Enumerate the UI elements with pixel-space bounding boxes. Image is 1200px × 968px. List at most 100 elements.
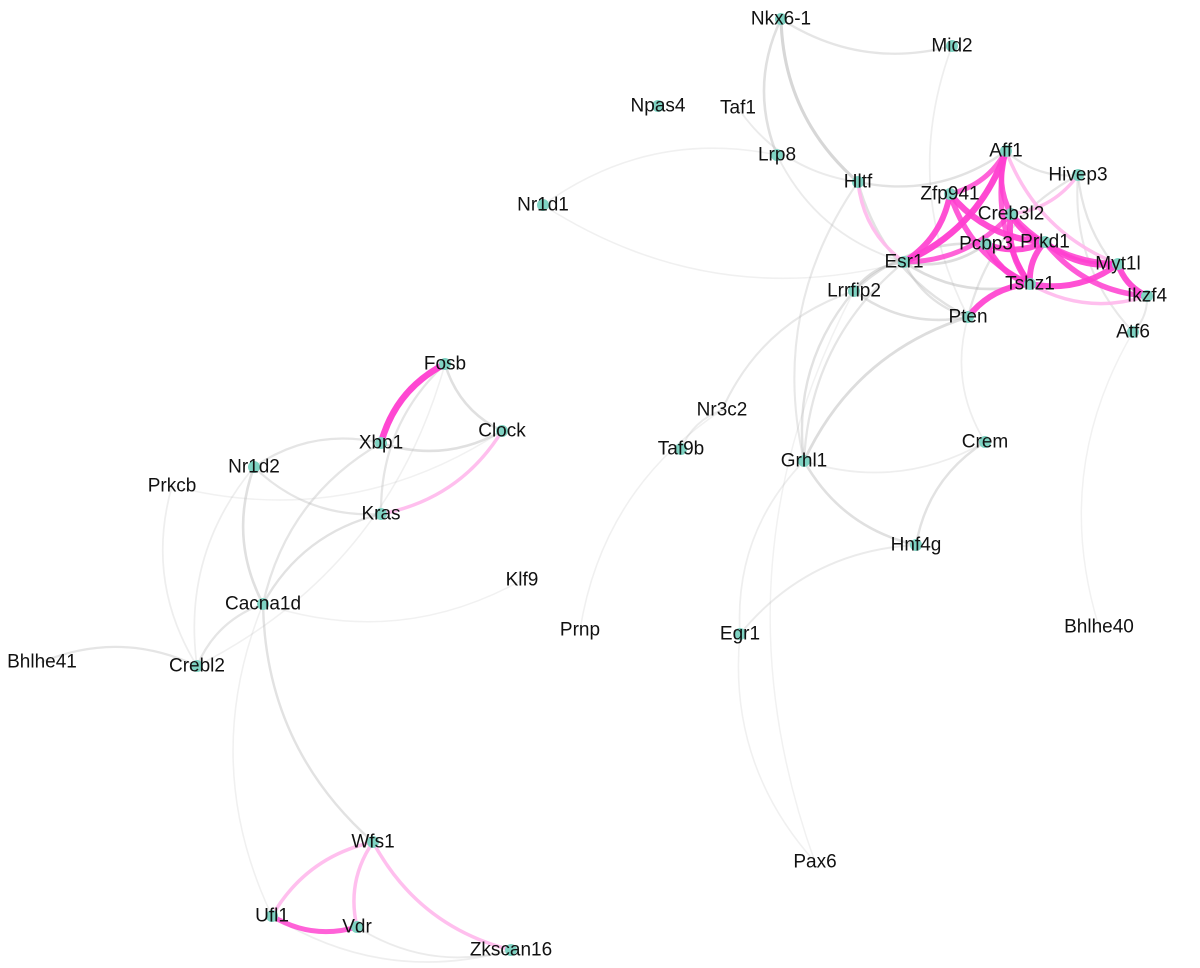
node-pten[interactable]: Pten xyxy=(948,307,987,328)
node-dot xyxy=(375,508,387,520)
node-crem[interactable]: Crem xyxy=(962,432,1008,453)
node-label: Crebl2 xyxy=(169,656,225,677)
node-kras[interactable]: Kras xyxy=(361,504,400,525)
node-atf6[interactable]: Atf6 xyxy=(1116,322,1150,343)
node-dot xyxy=(848,285,860,297)
node-lrrfip2[interactable]: Lrrfip2 xyxy=(827,281,881,302)
node-nr1d2[interactable]: Nr1d2 xyxy=(228,457,280,478)
node-tshz1[interactable]: Tshz1 xyxy=(1005,274,1055,295)
node-label: Grhl1 xyxy=(781,451,827,472)
node-label: Prkcb xyxy=(148,476,197,497)
node-label: Lrrfip2 xyxy=(827,281,881,302)
edge-lrp8-esr1 xyxy=(776,154,905,263)
node-vdr[interactable]: Vdr xyxy=(342,917,372,938)
node-label: Pax6 xyxy=(793,852,836,873)
node-prnp[interactable]: Prnp xyxy=(560,620,600,641)
edge-hltf-esr1 xyxy=(856,180,906,264)
node-creb3l2[interactable]: Creb3l2 xyxy=(978,204,1045,225)
node-dot xyxy=(1024,278,1036,290)
node-dot xyxy=(852,176,864,188)
node-lrp8[interactable]: Lrp8 xyxy=(758,145,796,166)
node-ikzf4[interactable]: Ikzf4 xyxy=(1127,286,1168,307)
node-bhlhe40[interactable]: Bhlhe40 xyxy=(1064,617,1134,638)
node-npas4[interactable]: Npas4 xyxy=(631,96,686,117)
node-clock[interactable]: Clock xyxy=(478,421,526,442)
node-taf1[interactable]: Taf1 xyxy=(720,98,756,119)
node-crebl2[interactable]: Crebl2 xyxy=(169,656,225,677)
node-label: Zfp941 xyxy=(920,184,979,205)
node-dot xyxy=(1141,290,1153,302)
node-prkd1[interactable]: Prkd1 xyxy=(1020,232,1070,253)
node-dot xyxy=(1005,208,1017,220)
node-hivep3[interactable]: Hivep3 xyxy=(1048,165,1107,186)
node-nr3c2[interactable]: Nr3c2 xyxy=(697,400,748,421)
node-label: Nkx6-1 xyxy=(751,9,811,30)
node-hnf4g[interactable]: Hnf4g xyxy=(891,535,942,556)
edge-ufl1-zkscan16 xyxy=(271,915,512,963)
node-label: Nr1d1 xyxy=(517,195,569,216)
edge-nkx6-1-lrp8 xyxy=(762,17,783,157)
node-myt1l[interactable]: Myt1l xyxy=(1095,254,1140,275)
node-zkscan16[interactable]: Zkscan16 xyxy=(470,940,552,961)
node-dot xyxy=(675,443,687,455)
node-taf9b[interactable]: Taf9b xyxy=(658,439,704,460)
node-wfs1[interactable]: Wfs1 xyxy=(351,832,394,853)
node-dot xyxy=(496,425,508,437)
edge-nr1d2-kras xyxy=(252,465,383,516)
node-label: Ufl1 xyxy=(255,906,289,927)
edge-cacna1d-wfs1 xyxy=(261,602,375,844)
node-label: Npas4 xyxy=(631,96,686,117)
edge-tshz1-ikzf4 xyxy=(1028,282,1149,306)
node-mid2[interactable]: Mid2 xyxy=(931,36,972,57)
node-dot xyxy=(367,836,379,848)
node-dot xyxy=(266,910,278,922)
node-dot xyxy=(1000,145,1012,157)
node-cacna1d[interactable]: Cacna1d xyxy=(225,594,301,615)
node-label: Kras xyxy=(361,504,400,525)
edge-kras-clock xyxy=(379,429,504,516)
node-fosb[interactable]: Fosb xyxy=(424,354,466,375)
edge-esr1-pten xyxy=(902,260,970,319)
edge-hltf-grhl1 xyxy=(793,180,860,463)
node-label: Prnp xyxy=(560,620,600,641)
node-egr1[interactable]: Egr1 xyxy=(720,624,760,645)
node-dot xyxy=(910,539,922,551)
node-dot xyxy=(734,628,746,640)
edge-nr1d1-esr1 xyxy=(542,204,905,280)
edge-tshz1-pten xyxy=(965,281,1033,320)
node-nr1d1[interactable]: Nr1d1 xyxy=(517,195,569,216)
node-hltf[interactable]: Hltf xyxy=(844,172,873,193)
node-dot xyxy=(537,199,549,211)
node-aff1[interactable]: Aff1 xyxy=(989,141,1022,162)
edge-atf6-bhlhe40 xyxy=(1080,331,1134,628)
edge-tshz1-myt1l xyxy=(1027,261,1121,290)
node-label: Prkd1 xyxy=(1020,232,1070,253)
edge-crem-hnf4g xyxy=(914,440,987,547)
node-grhl1[interactable]: Grhl1 xyxy=(781,451,827,472)
node-prkcb[interactable]: Prkcb xyxy=(148,476,197,497)
node-ufl1[interactable]: Ufl1 xyxy=(255,906,289,927)
node-pax6[interactable]: Pax6 xyxy=(793,852,836,873)
edge-fosb-kras xyxy=(379,362,447,516)
edge-kras-cacna1d xyxy=(261,512,383,606)
node-dot xyxy=(771,149,783,161)
node-label: Crem xyxy=(962,432,1008,453)
edge-wfs1-zkscan16 xyxy=(371,840,513,952)
node-klf9[interactable]: Klf9 xyxy=(506,570,539,591)
node-nkx6-1[interactable]: Nkx6-1 xyxy=(751,9,811,30)
node-esr1[interactable]: Esr1 xyxy=(884,252,923,273)
node-label: Nr1d2 xyxy=(228,457,280,478)
node-label: Myt1l xyxy=(1095,254,1140,275)
edge-hnf4g-egr1 xyxy=(739,544,917,635)
node-dot xyxy=(944,188,956,200)
node-xbp1[interactable]: Xbp1 xyxy=(359,433,403,454)
node-pcbp3[interactable]: Pcbp3 xyxy=(959,234,1013,255)
edge-nkx6-1-hltf xyxy=(779,17,860,184)
node-bhlhe41[interactable]: Bhlhe41 xyxy=(7,652,77,673)
node-label: Ikzf4 xyxy=(1127,286,1168,307)
node-dot xyxy=(946,40,958,52)
node-zfp941[interactable]: Zfp941 xyxy=(920,184,979,205)
edge-lrp8-nr1d1 xyxy=(542,147,778,206)
edge-grhl1-hnf4g xyxy=(802,459,918,547)
edge-xbp1-nr1d2 xyxy=(252,437,383,469)
